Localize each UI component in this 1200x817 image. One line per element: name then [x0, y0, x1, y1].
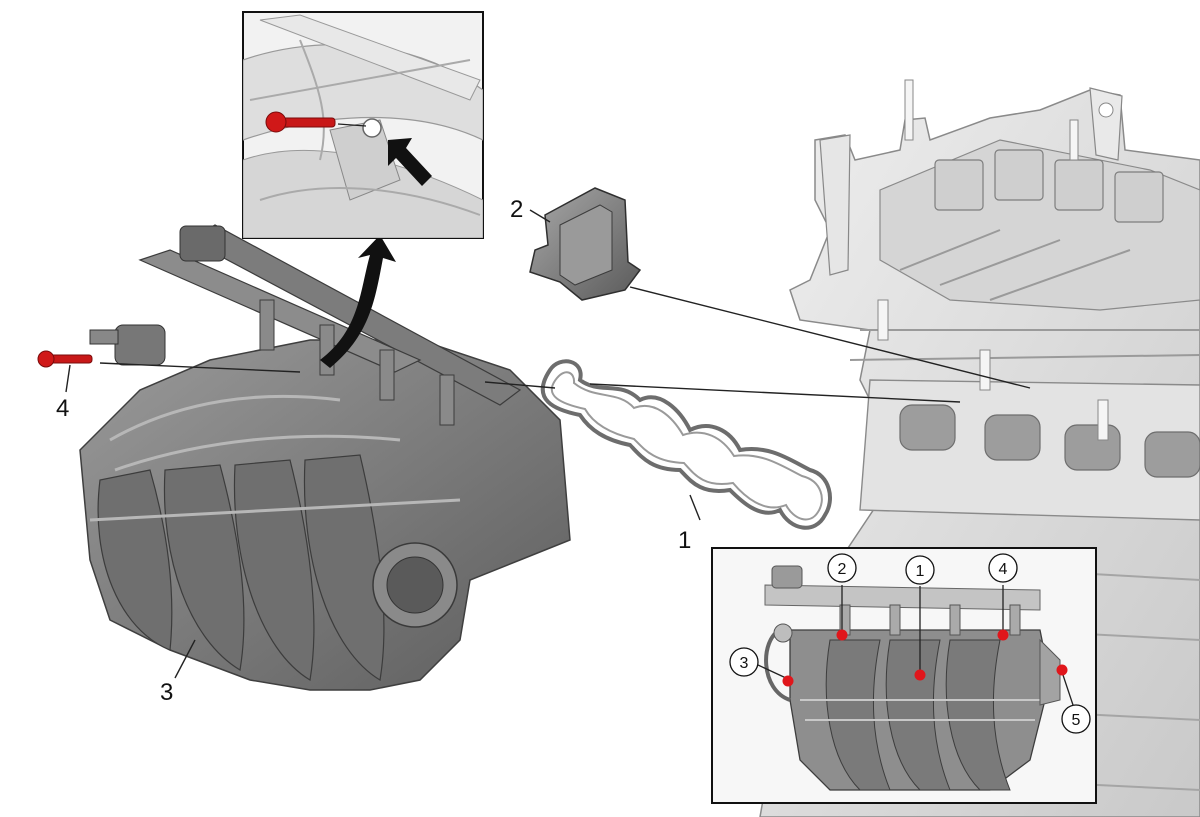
sequence-markers: [782, 629, 1068, 687]
sequence-label-5: 5: [1061, 704, 1091, 734]
intake-manifold: [79, 224, 571, 691]
detail-view-arrow-icon: [320, 235, 396, 368]
leader-lines: [65, 209, 1031, 679]
tightening-sequence-inset: 1 2 3 4 5: [711, 547, 1097, 804]
callout-bolt: 4: [56, 395, 69, 422]
insert-arrow-icon: [388, 138, 432, 186]
engine-cover-part: [529, 187, 642, 301]
svg-text:1: 1: [916, 563, 925, 580]
bolt-icon: [37, 350, 93, 368]
svg-text:2: 2: [838, 561, 847, 578]
callout-cover: 2: [510, 196, 523, 223]
svg-text:5: 5: [1072, 712, 1081, 729]
callout-manifold: 3: [160, 679, 173, 706]
svg-text:4: 4: [999, 561, 1008, 578]
intake-gasket: [540, 359, 832, 530]
sequence-label-2: 2: [827, 553, 857, 583]
detail-inset-bolt-location: [242, 11, 484, 239]
svg-text:3: 3: [740, 655, 749, 672]
sequence-label-4: 4: [988, 553, 1018, 583]
callout-gasket: 1: [678, 527, 691, 554]
sequence-label-1: 1: [905, 555, 935, 585]
sequence-label-3: 3: [729, 647, 759, 677]
